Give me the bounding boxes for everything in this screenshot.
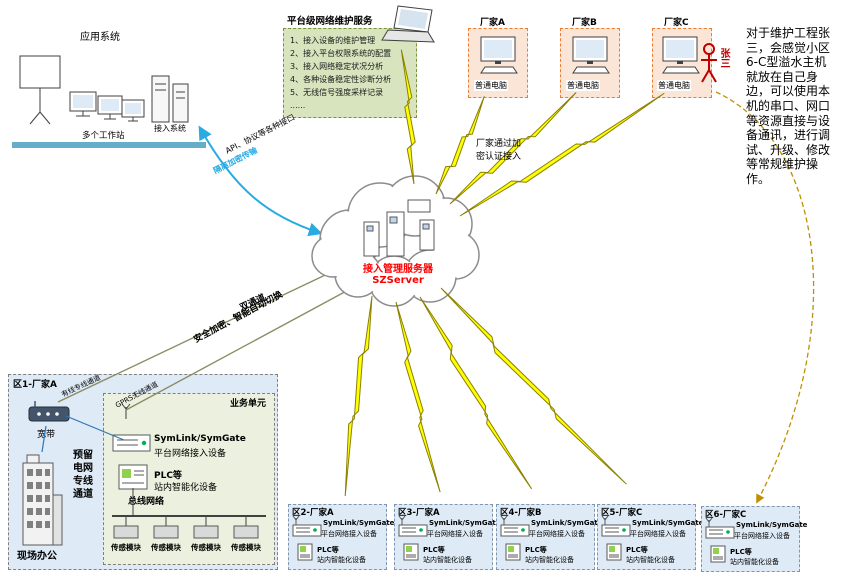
bus-network-icon	[112, 488, 266, 539]
gateway-title: SymLink/SymGate	[531, 519, 603, 527]
zone2-box: 区2-厂家A SymLink/SymGate 平台网络接入设备 PLC等 站内智…	[288, 504, 394, 570]
plc-title: PLC等	[154, 471, 182, 481]
cloud-shape	[311, 175, 480, 307]
plc-subtitle: 站内智能化设备	[730, 558, 779, 566]
plc-title: PLC等	[626, 546, 648, 554]
zone6-box: 区6-厂家C SymLink/SymGate 平台网络接入设备 PLC等 站内智…	[701, 506, 807, 572]
pc-label: 普通电脑	[566, 80, 600, 91]
access-system-servers-icon	[151, 75, 189, 123]
desktop-computer-icon	[572, 36, 610, 74]
zone-label: 区6-厂家C	[705, 510, 747, 520]
zone-label: 区5-厂家C	[601, 508, 643, 518]
projector-screen-icon	[19, 55, 61, 125]
plc-device-icon	[505, 543, 521, 561]
plc-title: PLC等	[730, 548, 752, 556]
gateway-device-icon	[398, 516, 428, 537]
vendor-access-label: 厂家通过加密认证接入	[476, 139, 522, 162]
gateway-subtitle: 平台网络接入设备	[529, 530, 585, 538]
plc-subtitle: 站内智能化设备	[154, 483, 218, 493]
access-system-label: 接入系统	[154, 123, 186, 134]
zone-label: 区4-厂家B	[500, 508, 542, 518]
vendor-a-box: 普通电脑	[468, 28, 528, 98]
sensor-label: 传感模块	[111, 543, 141, 552]
zone4-box: 区4-厂家B SymLink/SymGate 平台网络接入设备 PLC等 站内智…	[496, 504, 602, 570]
broadband-router-icon	[28, 401, 70, 422]
app-system-title: 应用系统	[80, 32, 120, 43]
zone-label: 区2-厂家A	[292, 508, 334, 518]
reserved-channel-label: 预留电网专线通道	[73, 450, 93, 500]
gateway-subtitle: 平台网络接入设备	[154, 449, 227, 459]
zone5-box: 区5-厂家C SymLink/SymGate 平台网络接入设备 PLC等 站内智…	[597, 504, 703, 570]
business-unit-box: 业务单元 SymLink/SymGate 平台网络接入设备	[103, 393, 275, 565]
gateway-title: SymLink/SymGate	[632, 519, 704, 527]
sensor-label: 传感模块	[151, 543, 181, 552]
business-unit-label: 业务单元	[229, 399, 266, 409]
plc-device-icon	[297, 543, 313, 561]
gateway-title: SymLink/SymGate	[323, 519, 395, 527]
gateway-subtitle: 平台网络接入设备	[630, 530, 686, 538]
plc-title: PLC等	[423, 546, 445, 554]
gateway-subtitle: 平台网络接入设备	[734, 532, 790, 540]
office-label: 现场办公	[17, 551, 57, 562]
gateway-device-icon	[500, 516, 530, 537]
office-building-icon	[22, 454, 63, 546]
desktop-computer-icon	[480, 36, 518, 74]
maintenance-item: 4、各种设备稳定性诊断分析	[290, 75, 392, 84]
plc-subtitle: 站内智能化设备	[525, 556, 574, 564]
sensor-label: 传感模块	[231, 543, 261, 552]
gateway-subtitle: 平台网络接入设备	[427, 530, 483, 538]
engineer-name: 张三	[718, 48, 729, 68]
gateway-device-icon	[601, 516, 631, 537]
maintenance-item: 1、接入设备的维护管理	[290, 36, 376, 45]
sensor-module-icon	[113, 525, 259, 539]
api-arrow	[198, 125, 323, 237]
zone1-label: 区1-厂家A	[13, 380, 57, 390]
vendor-c-name: 厂家C	[664, 18, 689, 28]
cloud-server-name: SZServer	[372, 275, 424, 286]
platform-base-bar	[12, 142, 206, 148]
broadband-label: 宽带	[37, 430, 56, 440]
workstation-monitors-icon	[69, 91, 145, 122]
plc-title: PLC等	[525, 546, 547, 554]
vendor-b-name: 厂家B	[572, 18, 597, 28]
sensor-label: 传感模块	[191, 543, 221, 552]
api-label: API、协议等各种接口	[223, 112, 297, 156]
maintenance-note: 对于维护工程张三，会感觉小区6-C型溢水主机就放在自己身边，可以使用本机的串口、…	[746, 26, 831, 186]
plc-device-icon	[606, 543, 622, 561]
gateway-title: SymLink/SymGate	[154, 434, 246, 444]
gateway-title: SymLink/SymGate	[429, 519, 501, 527]
gateway-subtitle: 平台网络接入设备	[321, 530, 377, 538]
zone-label: 区3-厂家A	[398, 508, 440, 518]
zone3-box: 区3-厂家A SymLink/SymGate 平台网络接入设备 PLC等 站内智…	[394, 504, 500, 570]
plc-subtitle: 站内智能化设备	[626, 556, 675, 564]
pc-label: 普通电脑	[657, 80, 691, 91]
vendor-c-box: 普通电脑	[652, 28, 712, 98]
zone1-box: 区1-厂家A 宽带 现场办公 预留电网专线通道 业务单元	[8, 374, 278, 570]
workstations-label: 多个工作站	[82, 131, 125, 141]
maintenance-title: 平台级网络维护服务	[287, 16, 373, 27]
plc-subtitle: 站内智能化设备	[423, 556, 472, 564]
vendor-b-box: 普通电脑	[560, 28, 620, 98]
cloud-server-icons	[363, 199, 435, 257]
desktop-computer-icon	[662, 36, 700, 74]
gateway-device-icon	[292, 516, 322, 537]
gateway-device-icon	[112, 434, 151, 452]
gateway-device-icon	[705, 518, 735, 539]
vendor-a-name: 厂家A	[480, 18, 505, 28]
gateway-title: SymLink/SymGate	[736, 521, 808, 529]
plc-device-icon	[710, 545, 726, 563]
plc-device-icon	[403, 543, 419, 561]
maintenance-item: 3、接入网络稳定状况分析	[290, 62, 384, 71]
pc-label: 普通电脑	[474, 80, 508, 91]
maintenance-item: 5、无线信号强度采样记录	[290, 88, 384, 97]
maintenance-item: 2、接入平台权限系统的配置	[290, 49, 392, 58]
plc-device-icon	[118, 464, 148, 490]
plc-subtitle: 站内智能化设备	[317, 556, 366, 564]
cloud-title: 接入管理服务器	[363, 264, 433, 275]
smart-switch-label: 安全加密、智能自动切换	[192, 289, 285, 346]
maintenance-item: ......	[290, 101, 306, 110]
bus-network-label: 总线网络	[128, 497, 165, 507]
plc-title: PLC等	[317, 546, 339, 554]
maintenance-box: 1、接入设备的维护管理 2、接入平台权限系统的配置 3、接入网络稳定状况分析 4…	[283, 28, 417, 118]
